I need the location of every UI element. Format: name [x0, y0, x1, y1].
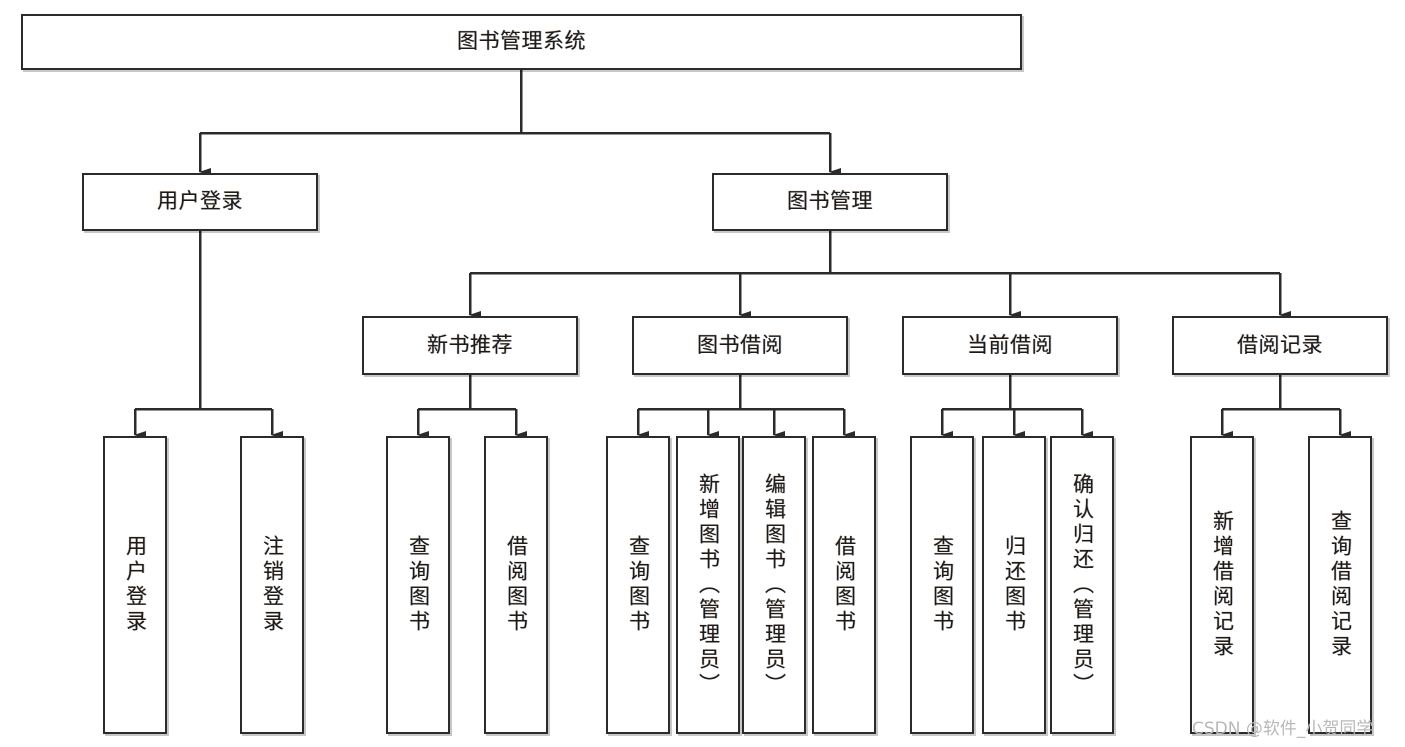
node-label-leaf-add-record: 新增借阅记录 — [1210, 510, 1235, 660]
node-box-leaf-add-book[interactable]: 新增图书（管理员） — [676, 436, 740, 734]
node-box-leaf-query-book-1[interactable]: 查询图书 — [386, 436, 450, 734]
watermark-text: CSDN @软件_小贺同学 — [1192, 719, 1374, 739]
connector-group — [133, 70, 1351, 439]
node-label-leaf-borrow-book-2: 借阅图书 — [832, 535, 857, 635]
node-box-leaf-logout[interactable]: 注销登录 — [240, 436, 304, 734]
node-label-current-borrow: 当前借阅 — [967, 332, 1053, 357]
node-box-leaf-return-book[interactable]: 归还图书 — [982, 436, 1046, 734]
node-label-book-borrow: 图书借阅 — [697, 332, 783, 357]
node-box-root[interactable]: 图书管理系统 — [21, 14, 1022, 70]
node-box-book-manage[interactable]: 图书管理 — [712, 173, 948, 231]
node-box-new-book-recommend[interactable]: 新书推荐 — [362, 316, 578, 375]
node-box-leaf-query-book-3[interactable]: 查询图书 — [910, 436, 974, 734]
node-box-user-login[interactable]: 用户登录 — [82, 173, 318, 231]
node-box-borrow-record[interactable]: 借阅记录 — [1172, 316, 1388, 375]
node-box-current-borrow[interactable]: 当前借阅 — [902, 316, 1118, 375]
node-label-leaf-add-book: 新增图书（管理员） — [696, 472, 721, 698]
node-label-leaf-query-book-2: 查询图书 — [626, 535, 651, 635]
node-box-leaf-add-record[interactable]: 新增借阅记录 — [1190, 436, 1254, 734]
node-label-leaf-logout: 注销登录 — [260, 535, 285, 635]
node-label-leaf-return-book: 归还图书 — [1002, 535, 1027, 635]
node-box-book-borrow[interactable]: 图书借阅 — [632, 316, 848, 375]
node-box-leaf-edit-book[interactable]: 编辑图书（管理员） — [742, 436, 806, 734]
node-label-book-manage: 图书管理 — [787, 189, 873, 214]
node-label-root: 图书管理系统 — [457, 29, 586, 54]
node-label-leaf-edit-book: 编辑图书（管理员） — [762, 472, 787, 698]
node-label-borrow-record: 借阅记录 — [1237, 332, 1323, 357]
node-label-leaf-query-record: 查询借阅记录 — [1328, 510, 1353, 660]
node-label-user-login: 用户登录 — [157, 189, 243, 214]
node-box-leaf-borrow-book-1[interactable]: 借阅图书 — [484, 436, 548, 734]
node-box-leaf-user-login[interactable]: 用户登录 — [103, 436, 167, 734]
node-box-leaf-confirm-return[interactable]: 确认归还（管理员） — [1050, 436, 1114, 734]
node-label-new-book-recommend: 新书推荐 — [427, 332, 513, 357]
node-box-leaf-borrow-book-2[interactable]: 借阅图书 — [812, 436, 876, 734]
node-label-leaf-confirm-return: 确认归还（管理员） — [1070, 472, 1095, 698]
node-label-leaf-query-book-1: 查询图书 — [406, 535, 431, 635]
node-label-leaf-query-book-3: 查询图书 — [930, 535, 955, 635]
node-label-leaf-borrow-book-1: 借阅图书 — [504, 535, 529, 635]
node-box-leaf-query-book-2[interactable]: 查询图书 — [606, 436, 670, 734]
node-box-leaf-query-record[interactable]: 查询借阅记录 — [1308, 436, 1372, 734]
node-label-leaf-user-login: 用户登录 — [123, 535, 148, 635]
